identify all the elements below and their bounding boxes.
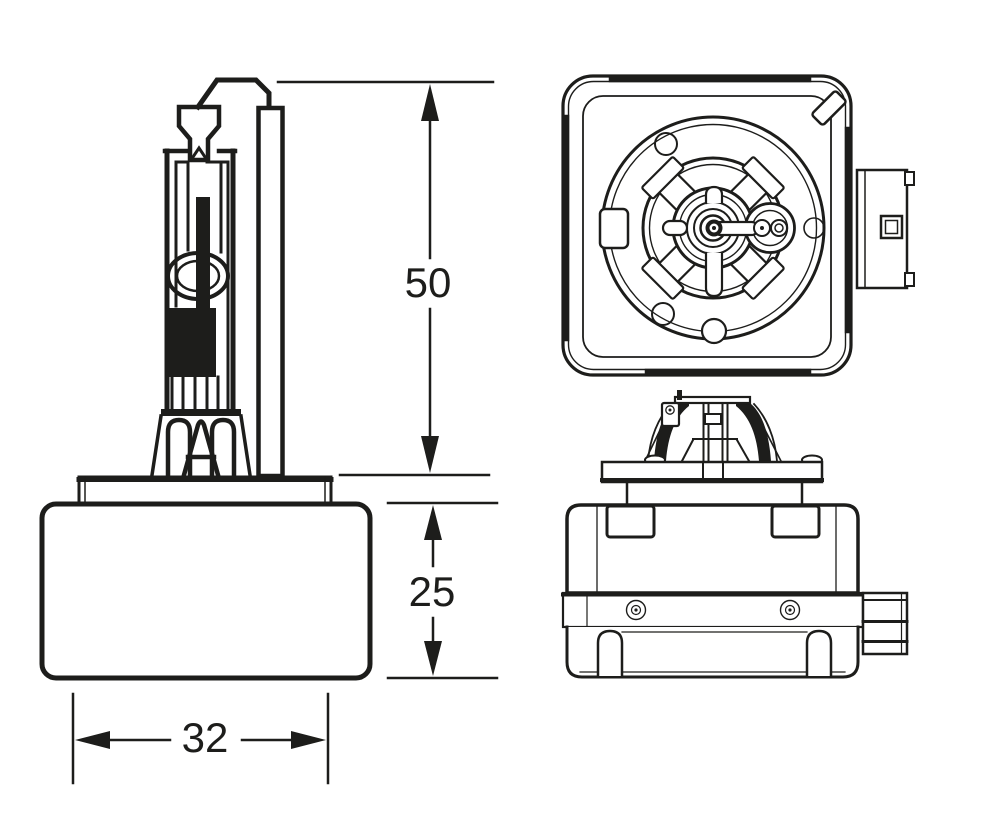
arrowhead-down <box>421 436 439 473</box>
rivet <box>779 599 801 621</box>
metal-band <box>561 591 865 629</box>
capsule-tip <box>176 104 222 163</box>
bottom-slot <box>805 629 833 678</box>
disc-notch <box>700 317 728 345</box>
top-keyway <box>704 185 724 205</box>
disc-hole <box>803 217 825 239</box>
inner-capsule <box>174 160 230 411</box>
front-view <box>561 390 909 679</box>
dimension-label-50: 50 <box>405 259 452 306</box>
pinch-seal <box>150 409 252 478</box>
dimension-tube-length: 50 <box>276 80 495 477</box>
bottom-keyway <box>704 251 724 298</box>
mount-tab <box>605 504 656 539</box>
return-wire-tube <box>256 105 285 479</box>
terminal-window <box>879 214 904 240</box>
electrode-rod <box>196 197 210 310</box>
spring-arm-left <box>654 403 689 461</box>
left-contact <box>661 219 689 237</box>
side-tab <box>598 207 630 250</box>
socket-mechanism <box>641 156 796 300</box>
mount-tab <box>770 504 821 539</box>
arrowhead-left <box>75 731 110 749</box>
disc-hole <box>651 302 675 326</box>
foil-band <box>167 308 216 377</box>
housing-bottom <box>565 625 860 679</box>
corner-key <box>811 90 847 126</box>
spring-arm-right <box>736 403 771 461</box>
clip-top-bar <box>673 395 752 405</box>
flange-front <box>600 460 824 484</box>
arrowhead-up <box>421 84 439 121</box>
dimension-label-25: 25 <box>409 568 456 615</box>
return-wire-loop <box>194 77 272 111</box>
rivet <box>625 599 647 621</box>
dimension-base-height: 25 <box>386 501 499 680</box>
arrowhead-down <box>424 641 442 676</box>
retaining-clip <box>643 390 823 466</box>
base-body <box>39 501 373 681</box>
dimension-base-width: 32 <box>71 692 330 785</box>
flange-plate <box>76 475 334 505</box>
connector-tab-top-view <box>855 168 915 290</box>
connector-front-view <box>861 591 909 656</box>
disc-hole <box>654 132 678 156</box>
side-view <box>39 77 373 681</box>
top-view <box>561 74 915 377</box>
arrowhead-right <box>291 731 326 749</box>
dimension-label-32: 32 <box>182 714 229 761</box>
arrowhead-up <box>424 505 442 540</box>
lead-wires <box>170 375 220 411</box>
bottom-slot <box>596 629 624 678</box>
base-housing <box>561 503 865 679</box>
